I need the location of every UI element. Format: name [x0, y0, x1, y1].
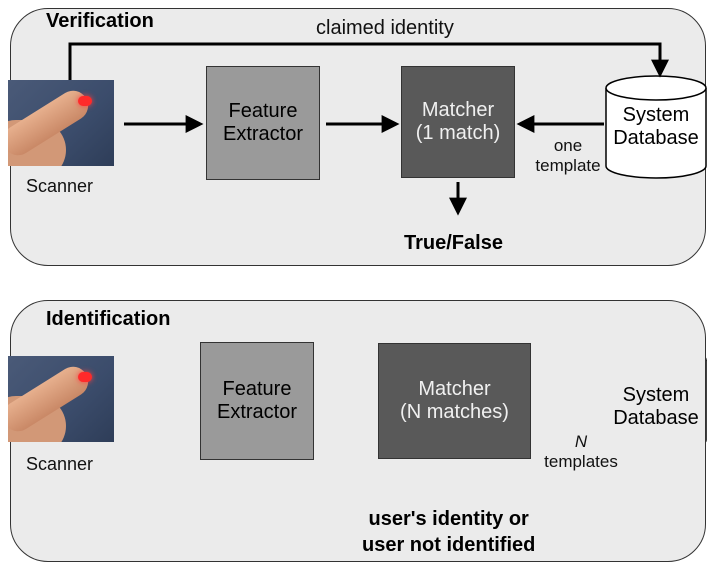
- identification-extractor-line2: Extractor: [216, 401, 298, 423]
- identification-output-line1: user's identity or: [368, 508, 529, 530]
- verification-database-cylinder: [605, 75, 707, 179]
- verification-template-label: one template: [528, 136, 608, 176]
- identification-fingerprint-scanner-image: [8, 356, 114, 442]
- verification-matcher-line2: (1 match): [415, 122, 501, 144]
- verification-scanner-label: Scanner: [26, 176, 94, 196]
- identification-panel: [10, 300, 706, 562]
- identification-database-label: System Database: [606, 384, 706, 430]
- identification-feature-extractor: Feature Extractor: [200, 342, 314, 460]
- verification-panel: [10, 8, 706, 266]
- identification-matcher-line1: Matcher: [418, 378, 491, 400]
- verification-output: True/False: [404, 232, 503, 254]
- identification-matcher-line2: (N matches): [400, 401, 509, 423]
- verification-fingerprint-scanner-image: [8, 80, 114, 166]
- identification-template-line1: N: [574, 432, 588, 451]
- verification-title: Verification: [46, 10, 154, 32]
- identification-output: user's identity or user not identified: [362, 506, 535, 558]
- verification-feature-extractor: Feature Extractor: [206, 66, 320, 180]
- verification-database-label: System Database: [606, 104, 706, 150]
- identification-matcher: Matcher (N matches): [378, 343, 531, 459]
- verification-template-line1: one: [553, 136, 583, 155]
- verification-matcher: Matcher (1 match): [401, 66, 515, 178]
- verification-template-line2: template: [535, 156, 601, 175]
- verification-database-line2: Database: [613, 127, 699, 149]
- identification-title: Identification: [46, 308, 171, 330]
- identification-template-line2: templates: [544, 452, 618, 471]
- verification-claimed-identity-label: claimed identity: [316, 17, 454, 39]
- identification-template-label: N templates: [534, 432, 628, 472]
- verification-extractor-line2: Extractor: [222, 123, 304, 145]
- v-arrow-claimed-identity: [68, 42, 669, 80]
- verification-extractor-line1: Feature: [228, 100, 298, 122]
- verification-matcher-line1: Matcher: [421, 99, 495, 121]
- verification-database-line1: System: [622, 104, 690, 126]
- identification-output-line2: user not identified: [362, 534, 536, 556]
- identification-database-line1: System: [622, 384, 690, 406]
- identification-scanner-label: Scanner: [26, 454, 94, 474]
- identification-database-line2: Database: [613, 407, 699, 429]
- identification-extractor-line1: Feature: [222, 378, 292, 400]
